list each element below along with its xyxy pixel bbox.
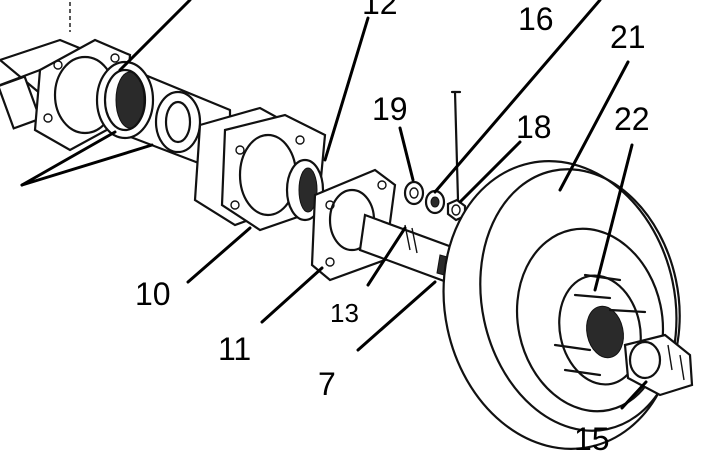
leader-13: [366, 226, 407, 287]
washer-19: [403, 180, 425, 206]
leader-top-left: [118, 0, 192, 72]
callout-15: 15: [574, 421, 610, 457]
callout-18: 18: [516, 109, 552, 145]
bearing-cup: [154, 90, 202, 154]
leader-left-b: [20, 143, 154, 187]
wheel-studs: [553, 273, 647, 377]
brake-drum: [442, 160, 681, 450]
leader-10: [186, 226, 252, 284]
leader-left-a: [20, 130, 117, 187]
callout-22: 22: [614, 101, 650, 137]
washer-16: [424, 189, 446, 215]
leader-11: [260, 266, 324, 324]
leader-21: [558, 60, 630, 192]
leader-22: [593, 143, 634, 292]
callout-10: 10: [135, 276, 171, 312]
callout-13: 13: [330, 298, 359, 328]
roller-bearing: [95, 60, 155, 140]
leader-19: [398, 126, 415, 182]
callout-12: 12: [362, 0, 398, 21]
leader-7: [356, 280, 437, 352]
callout-16: 16: [518, 1, 554, 37]
leader-12: [323, 16, 370, 162]
leader-15: [620, 380, 648, 410]
leader-18: [458, 140, 522, 204]
callout-11: 11: [218, 331, 251, 367]
callout-21: 21: [610, 19, 646, 55]
callout-19: 19: [372, 91, 408, 127]
cotter-pin: [450, 90, 462, 202]
callout-7: 7: [318, 366, 336, 402]
leader-16: [433, 0, 602, 194]
castle-nut: [623, 333, 694, 397]
